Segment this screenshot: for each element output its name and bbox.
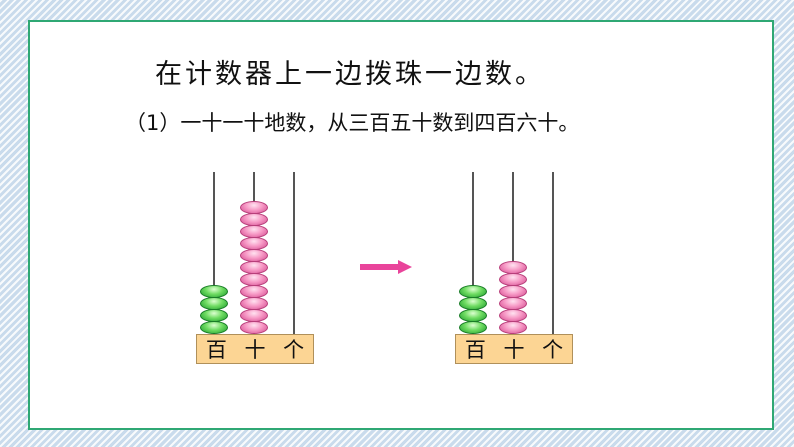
abacus-after: 百 十 个 <box>455 172 573 368</box>
tens-bead <box>240 273 268 286</box>
abacus-before: 百 十 个 <box>196 172 314 368</box>
label-ones: 个 <box>542 338 564 362</box>
rod-ones <box>293 172 295 334</box>
tens-bead <box>240 237 268 250</box>
tens-bead <box>499 285 527 298</box>
tens-bead <box>240 201 268 214</box>
label-tens: 十 <box>244 338 266 362</box>
tens-bead <box>499 261 527 274</box>
instruction-subtitle: （1）一十一十地数，从三百五十数到四百六十。 <box>125 111 580 135</box>
hundreds-bead <box>459 285 487 298</box>
tens-bead <box>240 285 268 298</box>
tens-bead <box>499 321 527 334</box>
rod-hundreds <box>213 172 215 334</box>
tens-bead <box>499 309 527 322</box>
tens-bead <box>499 297 527 310</box>
hundreds-bead <box>459 309 487 322</box>
tens-bead <box>240 309 268 322</box>
rod-tens <box>512 172 514 334</box>
hundreds-bead <box>459 297 487 310</box>
label-hundreds: 百 <box>205 338 227 362</box>
rod-ones <box>552 172 554 334</box>
label-tens: 十 <box>503 338 525 362</box>
tens-bead <box>499 273 527 286</box>
hundreds-bead <box>200 285 228 298</box>
content-panel <box>28 20 774 430</box>
label-hundreds: 百 <box>464 338 486 362</box>
place-value-base: 百 十 个 <box>196 334 314 364</box>
instruction-title: 在计数器上一边拨珠一边数。 <box>155 59 545 90</box>
place-value-base: 百 十 个 <box>455 334 573 364</box>
tens-bead <box>240 261 268 274</box>
tens-bead <box>240 321 268 334</box>
tens-bead <box>240 213 268 226</box>
label-ones: 个 <box>283 338 305 362</box>
rod-hundreds <box>472 172 474 334</box>
hundreds-bead <box>200 309 228 322</box>
tens-bead <box>240 297 268 310</box>
hundreds-bead <box>200 321 228 334</box>
right-arrow-icon <box>360 260 412 274</box>
hundreds-bead <box>200 297 228 310</box>
tens-bead <box>240 225 268 238</box>
hundreds-bead <box>459 321 487 334</box>
tens-bead <box>240 249 268 262</box>
